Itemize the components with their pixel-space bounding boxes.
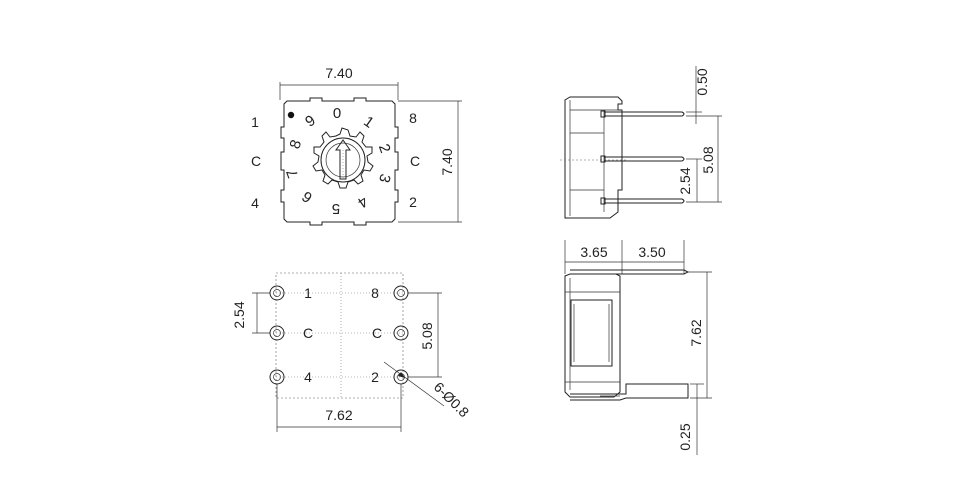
pin-label-c-left: C bbox=[251, 153, 261, 169]
arrow-up-icon bbox=[335, 139, 351, 180]
side-view: 0.50 5.08 2.54 bbox=[560, 66, 722, 219]
dial-digit-5: 5 bbox=[332, 200, 340, 217]
pad-label-2: 2 bbox=[371, 369, 379, 385]
pin1-marker bbox=[287, 111, 295, 119]
dial-digit-6: 6 bbox=[299, 187, 316, 206]
side-pin-middle bbox=[604, 156, 685, 162]
side-pin-bottom bbox=[604, 198, 685, 204]
top-view: 7.40 7.40 0 1 2 3 4 5 6 7 8 9 1 8 C bbox=[251, 65, 462, 226]
pin-label-1: 1 bbox=[251, 114, 259, 130]
pad-label-c-left: C bbox=[303, 325, 313, 341]
dial-digit-1: 1 bbox=[360, 113, 377, 132]
footprint-pitch-label: 2.54 bbox=[231, 301, 247, 328]
pin-label-4: 4 bbox=[251, 195, 259, 211]
dial-digit-8: 8 bbox=[286, 138, 305, 152]
pad-label-1: 1 bbox=[304, 285, 312, 301]
front-window bbox=[570, 299, 613, 367]
front-top-pin bbox=[570, 269, 690, 275]
pin-label-8: 8 bbox=[409, 110, 417, 126]
pad-label-8: 8 bbox=[371, 285, 379, 301]
front-left-width-label: 3.65 bbox=[580, 244, 607, 260]
hole-leader bbox=[383, 361, 445, 407]
switch-body-outline bbox=[280, 97, 399, 226]
front-standoff-label: 0.25 bbox=[677, 423, 693, 450]
dial-digit-0: 0 bbox=[333, 105, 341, 122]
pin-label-c-right: C bbox=[410, 153, 420, 169]
dial-digit-2: 2 bbox=[375, 142, 394, 156]
front-bottom-pin bbox=[570, 383, 689, 401]
footprint-row-span-label: 5.08 bbox=[419, 322, 435, 349]
hole-callout-label: 6-Ø0.8 bbox=[431, 379, 473, 421]
pad-c-right bbox=[393, 325, 409, 341]
rotary-dial bbox=[312, 127, 374, 189]
dial-digit-3: 3 bbox=[375, 172, 394, 184]
side-pin-top bbox=[604, 111, 685, 117]
footprint-width-label: 7.62 bbox=[325, 407, 352, 423]
front-height-label: 7.62 bbox=[688, 319, 704, 346]
top-width-label: 7.40 bbox=[325, 65, 352, 81]
side-pin-pitch-label: 2.54 bbox=[677, 167, 693, 194]
pad-label-c-right: C bbox=[372, 325, 382, 341]
footprint-outline bbox=[275, 272, 404, 399]
dial-gear-outline bbox=[312, 127, 374, 189]
pin-label-2: 2 bbox=[409, 194, 417, 210]
dial-outer-ring bbox=[320, 137, 366, 183]
dial-digit-4: 4 bbox=[354, 192, 371, 211]
dial-digit-9: 9 bbox=[302, 112, 319, 131]
top-height-label: 7.40 bbox=[439, 148, 455, 175]
side-pin-thickness-label: 0.50 bbox=[694, 68, 710, 95]
side-body-outline bbox=[564, 96, 623, 219]
front-right-width-label: 3.50 bbox=[638, 244, 665, 260]
front-body-outline bbox=[564, 273, 621, 398]
footprint-view: 1 8 C C 4 2 2.54 5.08 7.62 6-Ø0.8 bbox=[231, 272, 473, 432]
dial-digit-7: 7 bbox=[283, 167, 302, 181]
dial-inner-ring bbox=[325, 142, 361, 178]
side-pin-span-label: 5.08 bbox=[700, 146, 716, 173]
pad-label-4: 4 bbox=[304, 369, 312, 385]
front-view: 3.65 3.50 7.62 0.25 bbox=[564, 240, 712, 455]
